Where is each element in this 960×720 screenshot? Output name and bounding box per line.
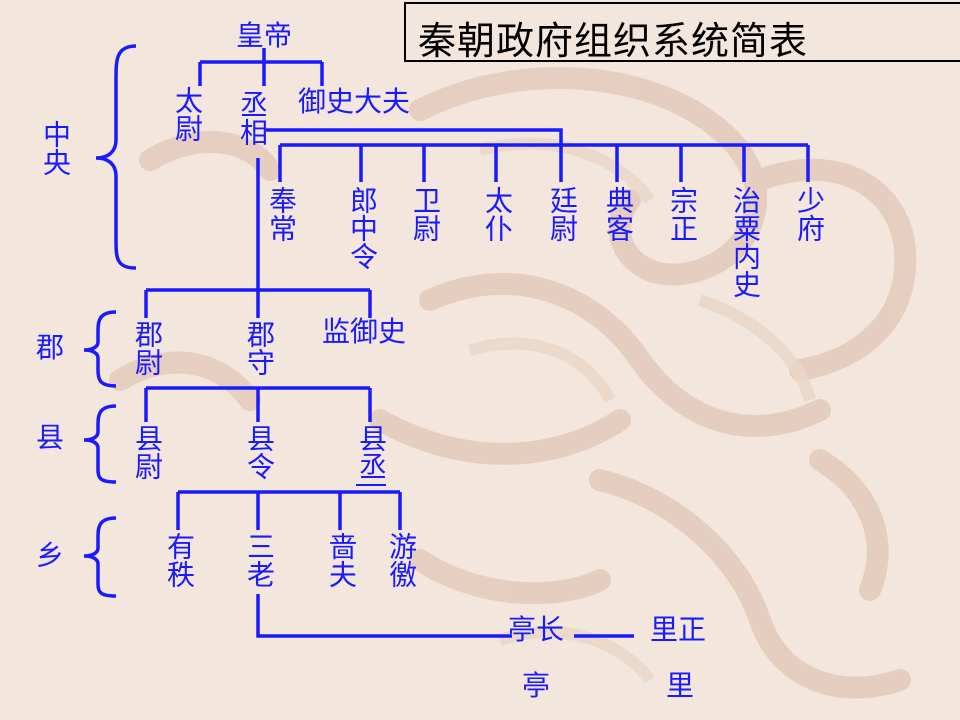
node-xianling: 县令 [243,424,276,480]
node-junwei: 郡尉 [131,320,164,376]
page-title: 秦朝政府组织系统简表 [418,19,809,63]
node-taiwei: 太尉 [171,86,204,142]
level-label-commandery: 郡 [36,331,65,364]
level-label-township: 乡 [36,539,65,572]
node-minister-taipu: 太仆 [481,186,514,242]
title-box: 秦朝政府组织系统简表 [404,2,960,63]
node-sanlao: 三老 [243,532,276,588]
node-minister-langzhongling: 郎中令 [346,186,379,270]
node-emperor: 皇帝 [236,19,293,52]
node-lizheng: 里正 [650,613,707,646]
node-jianyushi: 监御史 [322,315,407,348]
node-minister-tingwei: 廷尉 [546,186,579,242]
node-minister-zongzheng: 宗正 [666,186,699,242]
node-youjiao: 游徼 [385,532,418,588]
node-junshou: 郡守 [243,320,276,376]
underline-mark [356,484,386,486]
node-minister-weiwei: 卫尉 [409,186,442,242]
node-xianwei: 县尉 [131,424,164,480]
node-minister-fengchang: 奉常 [265,186,298,242]
node-sefu: 啬夫 [325,532,358,588]
node-ting: 亭 [522,669,551,702]
node-youzhi: 有秩 [163,532,196,588]
level-label-central: 中央 [39,120,72,176]
node-chengxiang: 丞相 [236,90,269,146]
node-minister-dianke: 典客 [602,186,635,242]
level-label-county: 县 [36,421,65,454]
node-minister-zhisuneishi: 治粟内史 [729,186,762,298]
node-minister-shaofu: 少府 [793,186,826,242]
node-tingzhang: 亭长 [508,613,565,646]
node-xiancheng: 县丞 [355,424,388,480]
node-li: 里 [666,669,695,702]
node-yushidafu: 御史大夫 [298,85,411,118]
